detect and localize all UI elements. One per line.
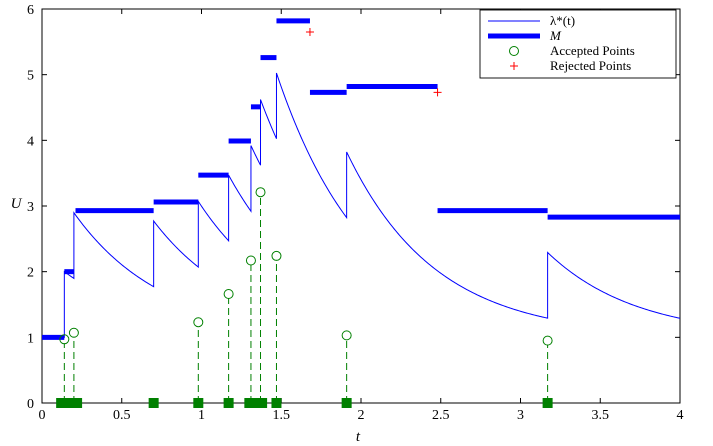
rejected-point (433, 88, 442, 97)
legend: λ*(t) M Accepted Points Rejected Points (479, 9, 677, 79)
accepted-point (542, 335, 553, 346)
y-tick-label: 6 (27, 3, 34, 18)
y-tick-label: 2 (27, 266, 34, 281)
legend-label-rejected: Rejected Points (550, 58, 631, 73)
legend-swatch-accepted (509, 46, 519, 56)
y-tick-label: 1 (27, 331, 34, 346)
event-marker (341, 398, 352, 408)
x-tick-label: 2 (358, 408, 365, 423)
legend-label-bound: M (549, 28, 562, 43)
event-marker (148, 398, 159, 408)
legend-swatch-rejected (510, 62, 518, 70)
event-marker (65, 398, 76, 408)
x-tick-label: 0 (39, 408, 46, 423)
event-marker (271, 398, 282, 408)
x-tick-label: 2.5 (432, 408, 450, 423)
event-marker (250, 398, 261, 408)
event-marker (223, 398, 234, 408)
accepted-point (341, 330, 352, 341)
x-axis-label: t (356, 429, 361, 445)
intensity-line (42, 72, 681, 338)
y-tick-label: 0 (27, 397, 34, 412)
event-marker (56, 398, 67, 408)
y-tick-label: 5 (27, 69, 34, 84)
accepted-point (59, 334, 70, 345)
accepted-point (68, 327, 79, 338)
x-tick-label: 3 (517, 408, 524, 423)
y-tick-label: 3 (27, 200, 34, 215)
accepted-point (255, 187, 266, 198)
x-tick-label: 0.5 (113, 408, 131, 423)
y-tick-label: 4 (27, 134, 34, 149)
accepted-point (223, 288, 234, 299)
accepted-point (193, 317, 204, 328)
x-tick-label: 1 (198, 408, 205, 423)
legend-label-intensity: λ*(t) (550, 13, 575, 28)
legend-label-accepted: Accepted Points (550, 43, 635, 58)
event-marker (244, 398, 255, 408)
event-marker (257, 398, 268, 408)
x-tick-label: 3.5 (592, 408, 610, 423)
accepted-point (271, 250, 282, 261)
event-marker (542, 398, 553, 408)
rejected-point (305, 27, 314, 36)
x-tick-label: 1.5 (273, 408, 291, 423)
x-tick-label: 4 (677, 408, 684, 423)
event-marker (193, 398, 204, 408)
accepted-point (245, 255, 256, 266)
y-axis-label: U (11, 196, 23, 212)
event-marker (72, 398, 83, 408)
